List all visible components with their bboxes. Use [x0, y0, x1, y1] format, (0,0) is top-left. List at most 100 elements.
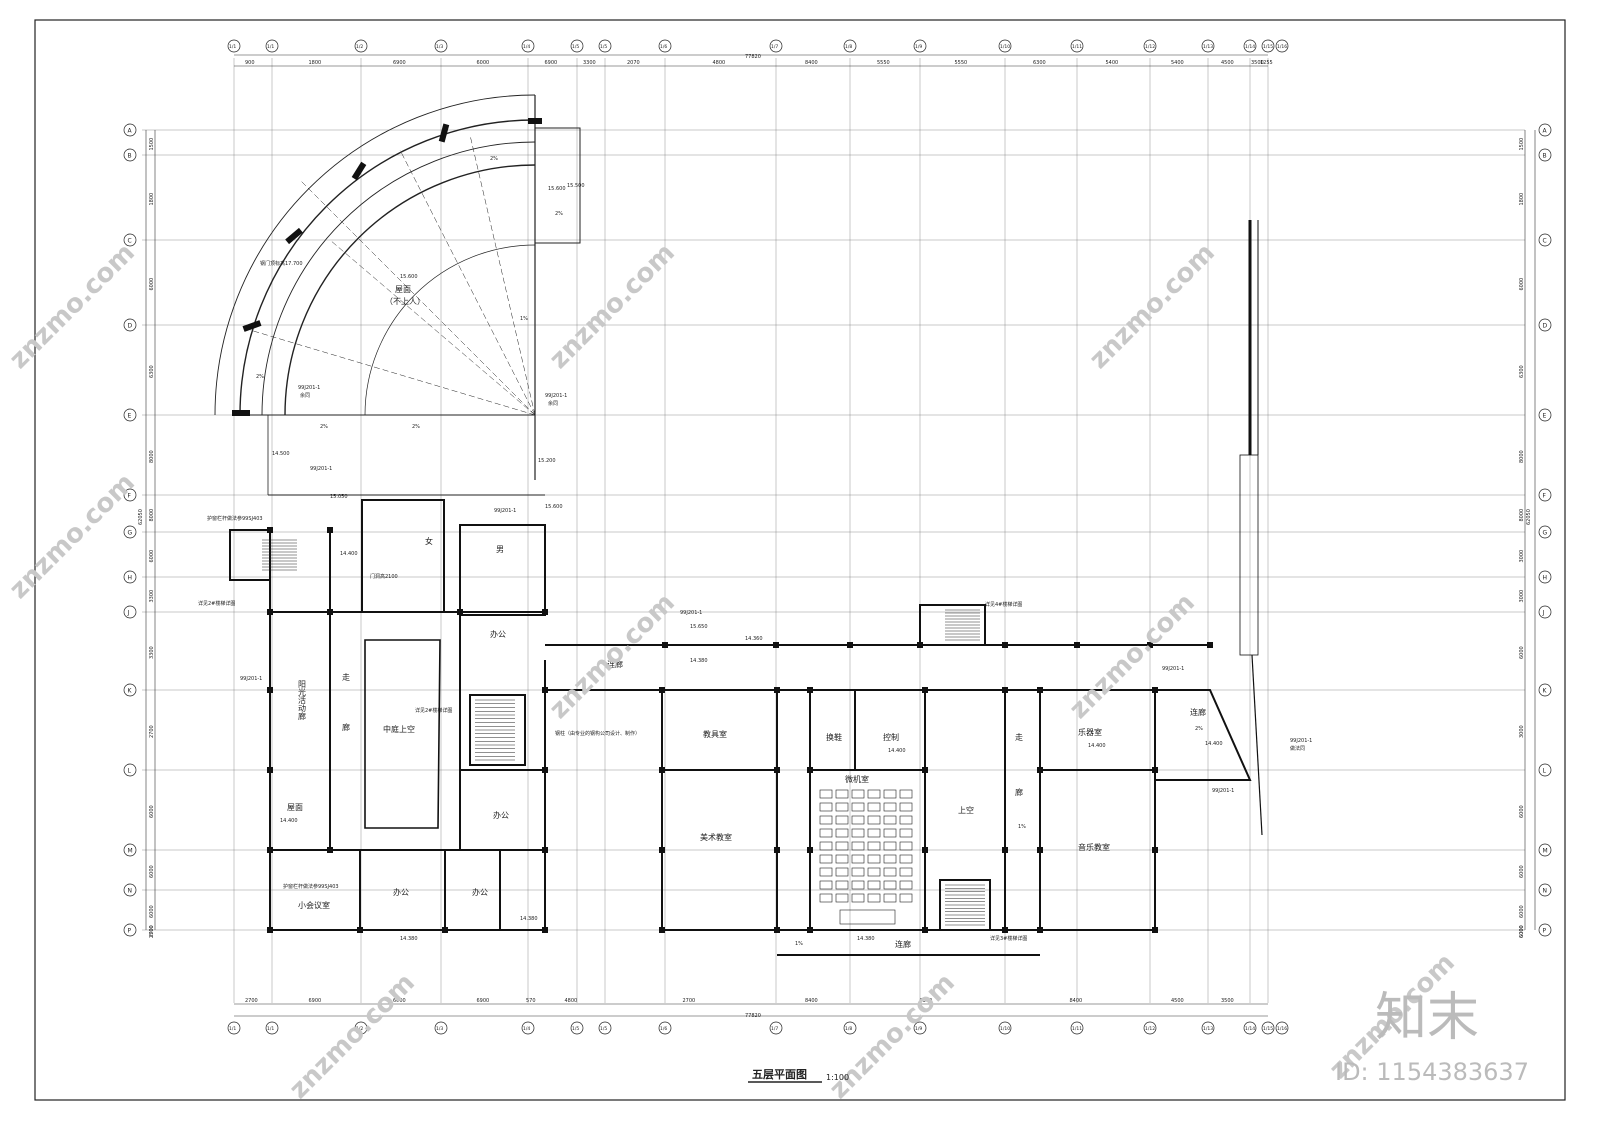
- dimension-text-top: 6900: [393, 60, 406, 66]
- axis-bubble: [123, 763, 137, 777]
- curved-roof-wing: [214, 94, 581, 496]
- note-ref: 钢柱（由专业的钢构公司设计、制作）: [555, 730, 640, 737]
- dimension-text-bottom: 2700: [245, 998, 258, 1004]
- dimension-text-bottom: 8400: [1070, 998, 1083, 1004]
- note-ref: 99J201-1: [545, 393, 567, 399]
- axis-bubble: [658, 1021, 672, 1035]
- total-width-dim-top: 77820: [745, 54, 761, 60]
- total-width-dim-bottom: 77820: [745, 1013, 761, 1019]
- dimension-text-bottom: 2700: [683, 998, 696, 1004]
- dimension-text-left: 8000: [149, 509, 155, 522]
- dimension-text-top: 4500: [1221, 60, 1234, 66]
- computer-desk: [883, 893, 897, 903]
- column: [327, 609, 333, 615]
- axis-label: 1/1: [229, 1026, 236, 1032]
- level-mark: 14.380: [690, 658, 708, 664]
- column: [442, 927, 448, 933]
- room-link-2: 连廊: [895, 939, 911, 949]
- dimension-text-left: 6000: [149, 805, 155, 818]
- axis-bubble: [1143, 1021, 1157, 1035]
- dimension-text-top: 3500: [1251, 60, 1264, 66]
- axis-label: 1/7: [771, 44, 778, 50]
- axis-label: 1/10: [1000, 1026, 1010, 1032]
- column: [1152, 847, 1158, 853]
- dimension-text-bottom: 6000: [393, 998, 406, 1004]
- axis-bubble: [521, 1021, 535, 1035]
- room-roof: 屋面: [395, 285, 411, 294]
- axis-bubble: [1538, 570, 1552, 584]
- computer-desk: [835, 893, 849, 903]
- axis-label: 1/5: [600, 44, 607, 50]
- column: [774, 687, 780, 693]
- column: [542, 767, 548, 773]
- axis-bubble: [227, 39, 241, 53]
- axis-label: C: [128, 238, 132, 245]
- dimension-text-left: 1500: [149, 138, 155, 151]
- axis-grid: [142, 58, 1525, 1003]
- room-corridor-4: 廊: [1015, 787, 1023, 797]
- note-ref: 99J201-1: [1162, 666, 1184, 672]
- column: [1037, 927, 1043, 933]
- note-ref: 门洞高2100: [370, 573, 398, 580]
- column: [847, 642, 853, 648]
- dimension-text-right: 3000: [1519, 590, 1525, 603]
- level-mark: 14.380: [520, 916, 538, 922]
- note-ref: 99J201-1: [1290, 738, 1312, 744]
- computer-desk: [819, 880, 833, 890]
- computer-desk: [899, 854, 913, 864]
- dimension-text-left: 2700: [149, 725, 155, 738]
- computer-desk: [851, 880, 865, 890]
- axis-bubble: [1261, 1021, 1275, 1035]
- axis-bubble: [1538, 605, 1552, 619]
- slope-mark: 2%: [412, 424, 420, 430]
- computer-desks: [819, 789, 913, 925]
- brand-id: ID: 1154383637: [1335, 1058, 1529, 1086]
- computer-desk: [867, 828, 881, 838]
- axis-bubble: [1275, 39, 1289, 53]
- level-mark: 15.600: [548, 186, 566, 192]
- axis-label: A: [128, 128, 133, 135]
- note-ref: 护窗栏杆做法参99SJ403: [207, 515, 263, 522]
- dimension-text-right: 6000: [1519, 925, 1525, 938]
- computer-desk: [883, 802, 897, 812]
- dimension-text-left: 6000: [149, 865, 155, 878]
- axis-label: 1/1: [267, 44, 274, 50]
- computer-desk: [851, 828, 865, 838]
- axis-label: F: [128, 493, 132, 500]
- axis-label: 1/16: [1277, 1026, 1287, 1032]
- slope-mark: 1%: [795, 941, 803, 947]
- computer-desk: [883, 815, 897, 825]
- total-height-dim-right: 62050: [1526, 509, 1532, 525]
- curve-columns: [232, 118, 542, 416]
- level-mark: 14.360: [745, 636, 763, 642]
- axis-label: 1/3: [436, 44, 443, 50]
- watermarks: znzmo.com znzmo.com znzmo.com znzmo.com …: [4, 238, 1461, 1105]
- slope-mark: 2%: [490, 156, 498, 162]
- teacher-desk: [839, 909, 896, 925]
- computer-desk: [899, 802, 913, 812]
- dimension-text-left: 1800: [149, 193, 155, 206]
- computer-desk: [899, 789, 913, 799]
- axis-bubble: [434, 39, 448, 53]
- axis-bubble: [354, 39, 368, 53]
- dimension-text-top: 6000: [477, 60, 490, 66]
- axis-label: G: [128, 530, 133, 537]
- drawing-title: 五层平面图: [752, 1068, 807, 1081]
- dimension-text-left: 8000: [149, 450, 155, 463]
- computer-desk: [883, 841, 897, 851]
- room-meeting: 小会议室: [298, 900, 330, 910]
- column: [267, 927, 273, 933]
- dimension-text-right: 8000: [1519, 509, 1525, 522]
- column: [1207, 642, 1213, 648]
- column: [267, 527, 273, 533]
- column: [327, 527, 333, 533]
- computer-desk: [851, 815, 865, 825]
- dimension-text-top: 6900: [545, 60, 558, 66]
- dimension-text-top: 900: [245, 60, 255, 66]
- axis-bubble: [1538, 843, 1552, 857]
- computer-desk: [851, 867, 865, 877]
- slope-marks: 2% 2% 2% 2% 1% 1% 1% 2% 2%: [256, 156, 1203, 947]
- dimension-text-top: 5550: [955, 60, 968, 66]
- note-ref: 余同: [300, 392, 310, 399]
- column: [357, 927, 363, 933]
